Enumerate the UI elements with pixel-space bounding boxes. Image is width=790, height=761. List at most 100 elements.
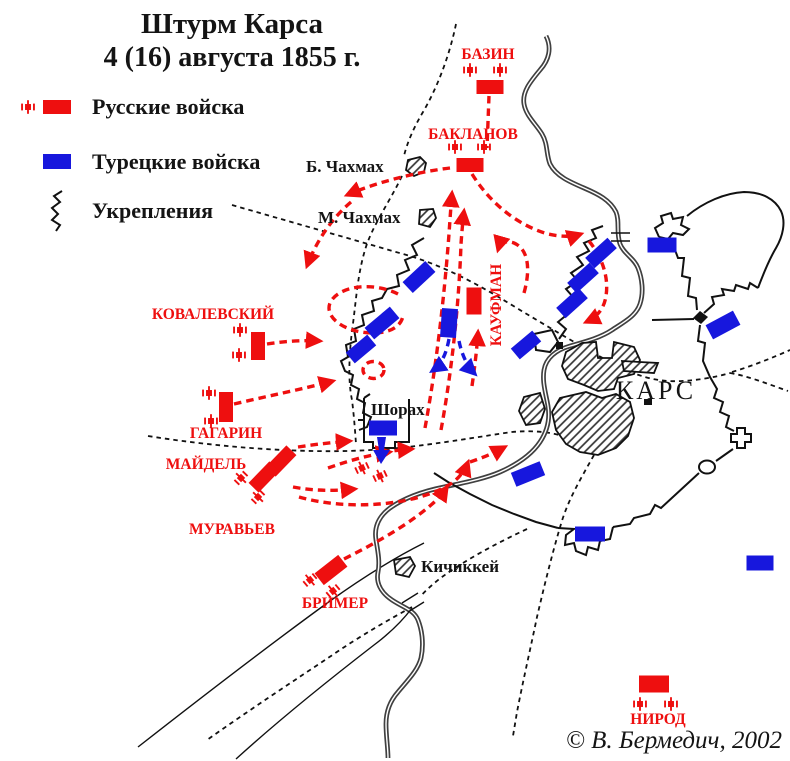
standard-icon <box>493 62 507 78</box>
turkish-unit <box>567 262 599 294</box>
labels-layer: Штурм Карса 4 (16) августа 1855 г. Русск… <box>92 8 782 754</box>
kars-suburb-west <box>518 391 546 426</box>
trail-southwest-2 <box>235 607 413 760</box>
standard-icon <box>463 62 477 78</box>
kars-suburb-east <box>620 360 660 374</box>
fort-blockhouse <box>693 311 708 324</box>
settlements-layer <box>392 156 660 579</box>
russian-movement-arrow <box>266 331 324 349</box>
road-east-fork-2 <box>731 349 790 373</box>
fort-wall-north <box>670 238 698 311</box>
russian-movement-arrow <box>292 481 359 500</box>
turkish-movement-arrow <box>457 340 478 377</box>
label-nirod: НИРОД <box>630 711 686 728</box>
russian-unit <box>248 461 280 493</box>
russian-movement-arrow <box>439 207 472 431</box>
legend-turkish-label: Турецкие войска <box>92 149 260 174</box>
turkish-unit <box>647 237 677 253</box>
russian-movement-arrow <box>469 445 509 464</box>
legend-fortifications-label: Укрепления <box>92 198 213 223</box>
fortifications-layer <box>339 190 785 557</box>
russian-unit <box>639 675 669 693</box>
road-kars-south <box>512 454 595 737</box>
fort-wall-south <box>612 472 700 528</box>
fort-north-redoubt <box>653 211 691 241</box>
kars-river <box>376 36 643 758</box>
label-kichikkey: Кичиккей <box>421 557 499 576</box>
turkish-unit <box>510 330 542 360</box>
russian-movement-arrow <box>327 445 394 470</box>
russian-unit <box>251 332 265 360</box>
road-kichikkey-ne <box>419 528 528 598</box>
legend-russian-swatch <box>43 100 71 114</box>
map-title-line2: 4 (16) августа 1855 г. <box>104 42 361 73</box>
russian-unit <box>476 80 504 94</box>
label-gagarin: ГАГАРИН <box>190 425 262 442</box>
turkish-unit <box>369 420 397 436</box>
road-kichikkey-sw <box>206 606 413 741</box>
label-b-chakhmakh: Б. Чахмах <box>306 157 384 176</box>
turkish-unit <box>585 237 617 269</box>
standard-icon <box>664 696 678 712</box>
copyright: © В. Бермедич, 2002 <box>566 727 782 754</box>
standard-icon <box>21 99 35 115</box>
kars-town-south <box>551 391 635 456</box>
label-baklanov: БАКЛАНОВ <box>428 126 518 143</box>
trail-southwest-1 <box>137 542 425 748</box>
turkish-retreat-arrow <box>373 437 390 464</box>
turkish-unit <box>575 526 605 542</box>
bridge-kichikkey <box>401 592 425 613</box>
fort-oval-redoubt <box>698 459 716 475</box>
russian-movement-arrow <box>298 458 472 507</box>
label-kaufman: КАУФМАН <box>488 264 505 347</box>
legend <box>43 100 71 232</box>
label-m-chakhmakh: М. Чахмах <box>318 208 401 227</box>
russian-movement-arrow <box>303 200 353 270</box>
turkish-unit <box>364 306 400 340</box>
legend-russian-label: Русские войска <box>92 94 244 119</box>
russian-unit <box>219 392 233 422</box>
kars-river-centerline <box>374 35 643 759</box>
label-maydel: МАЙДЕЛЬ <box>166 456 246 473</box>
standard-icon <box>633 696 647 712</box>
village-kichikkey <box>392 555 417 579</box>
standard-icon <box>352 458 372 478</box>
fort-east-enclosure <box>686 190 785 289</box>
turkish-movement-arrow <box>429 338 451 373</box>
fort-line-shorakh-heights <box>339 237 425 431</box>
arrows-layer <box>233 95 609 561</box>
russian-movement-arrow <box>343 166 451 198</box>
kars-building-2 <box>644 399 652 405</box>
turkish-unit <box>746 555 774 571</box>
russian-movement-arrow <box>470 173 585 247</box>
russian-movement-arrow <box>297 433 354 451</box>
fort-wall-west-branch <box>651 318 695 321</box>
russian-movement-arrow <box>361 359 386 381</box>
bridge-northeast <box>611 232 630 242</box>
turkish-unit <box>402 260 436 294</box>
standard-icon <box>233 322 247 338</box>
russian-movement-arrow <box>327 284 405 335</box>
label-kovalevsky: КОВАЛЕВСКИЙ <box>152 306 274 323</box>
kars-building-1 <box>556 342 563 349</box>
fort-wall-riverside <box>433 472 559 529</box>
legend-fortification-icon <box>50 190 63 232</box>
turkish-unit <box>556 287 588 319</box>
turkish-unit <box>510 461 546 487</box>
turkish-unit <box>345 334 377 364</box>
fort-wall-southeast <box>696 324 735 432</box>
standard-icon <box>202 385 216 401</box>
turkish-unit <box>705 310 741 340</box>
village-m-chakhmakh <box>418 208 437 229</box>
russian-movement-arrow <box>493 233 530 294</box>
river-layer <box>376 36 643 758</box>
turkish-unit <box>440 307 458 339</box>
label-kars: КАРС <box>616 376 696 405</box>
label-bazin: БАЗИН <box>461 46 514 63</box>
units-layer <box>219 80 774 693</box>
legend-turkish-swatch <box>43 154 71 169</box>
russian-movement-arrow <box>343 484 449 561</box>
label-muravyov: МУРАВЬЕВ <box>189 521 275 538</box>
